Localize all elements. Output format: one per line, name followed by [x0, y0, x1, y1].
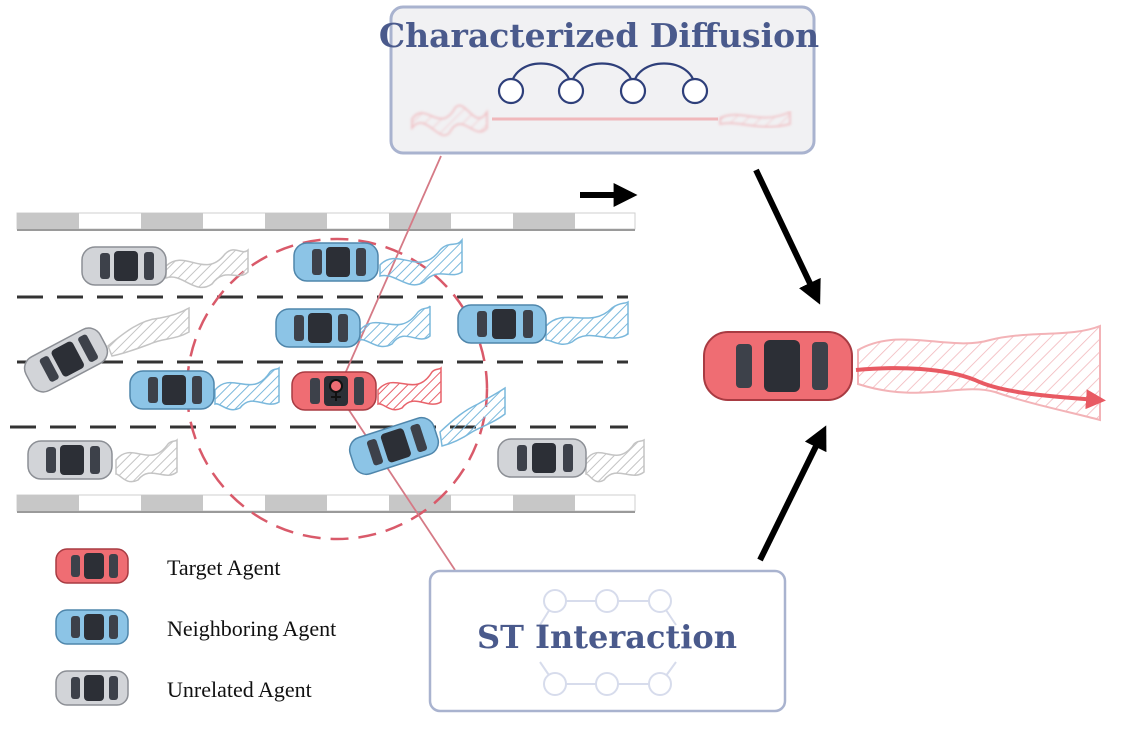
trail-red	[377, 366, 442, 411]
car-unrelated	[23, 327, 109, 393]
arrow-interaction-to-target	[757, 425, 827, 562]
car-unrelated	[81, 246, 167, 286]
trail-grey	[165, 248, 249, 289]
predicted-trajectory-line	[855, 366, 1106, 410]
car-unrelated	[27, 440, 113, 480]
legend-car-target-icon	[55, 548, 129, 584]
diffusion-box-title: Characterized Diffusion	[379, 16, 819, 55]
legend-label-unrelated: Unrelated Agent	[167, 677, 312, 702]
legend-car-neighbor-icon	[55, 609, 129, 645]
trail-blue	[545, 300, 629, 345]
legend-label-neighbor: Neighboring Agent	[167, 616, 336, 641]
diffusion-box: Characterized Diffusion	[379, 5, 819, 155]
diffusion-chain-icon	[497, 62, 709, 105]
trail-blue	[379, 237, 463, 286]
car-neighbor	[348, 416, 440, 476]
car-unrelated	[497, 438, 587, 478]
graph-network-icon	[539, 589, 677, 696]
interaction-box: ST Interaction	[428, 569, 787, 713]
trail-grey	[585, 438, 645, 483]
legend-item-target: Target Agent	[55, 548, 281, 584]
trail-grey	[107, 306, 190, 357]
interaction-box-title: ST Interaction	[477, 618, 737, 656]
car-target-predicted	[703, 331, 853, 401]
trail-grey	[115, 438, 178, 483]
diffusion-trajectory-icon	[719, 110, 791, 128]
trail-blue	[359, 305, 431, 348]
legend-label-target: Target Agent	[167, 555, 281, 580]
trail-blue	[439, 386, 506, 447]
car-neighbor	[275, 308, 361, 348]
diffusion-noise-icon	[411, 104, 488, 136]
road-bottom-border	[16, 494, 636, 513]
target-marker-icon	[329, 379, 343, 401]
predicted-trajectory-region	[857, 324, 1101, 422]
road-top-border	[16, 212, 636, 231]
car-neighbor	[293, 242, 379, 282]
arrow-diffusion-to-target	[753, 168, 821, 305]
road	[10, 212, 636, 513]
interaction-range-circle	[185, 237, 489, 541]
car-target	[291, 371, 377, 411]
legend-car-unrelated-icon	[55, 670, 129, 706]
legend-item-unrelated: Unrelated Agent	[55, 670, 312, 706]
legend-item-neighbor: Neighboring Agent	[55, 609, 336, 645]
legend: Target Agent Neighboring Agent Unrelated…	[55, 548, 336, 706]
connector-line-interaction	[336, 391, 456, 571]
car-neighbor	[129, 370, 215, 410]
trail-blue	[214, 366, 280, 411]
car-neighbor	[457, 304, 547, 344]
